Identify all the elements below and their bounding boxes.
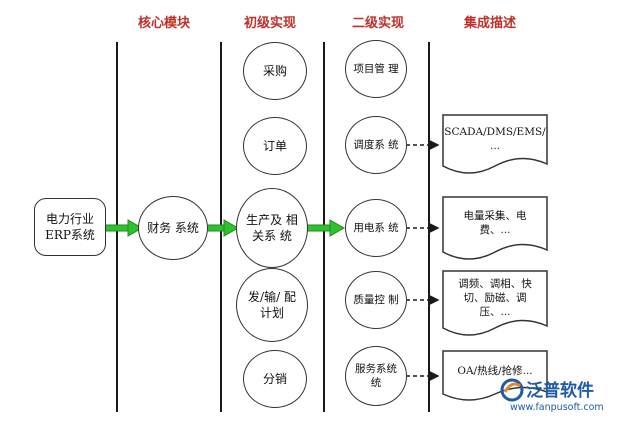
brand-logo-icon [500, 378, 524, 402]
secondary-node-project: 项目管 理 [345, 40, 407, 98]
secondary-node-power-use: 用电系 统 [345, 199, 407, 257]
green-arrow [305, 219, 346, 237]
primary-node-plan: 发/输/ 配计划 [236, 268, 308, 342]
header-core: 核心模块 [138, 16, 191, 31]
primary-node-distribution: 分销 [243, 350, 307, 408]
primary-node-order: 订单 [243, 117, 307, 175]
integration-doc-oa: OA/热线/抢修... [442, 350, 548, 402]
integration-doc-metering: 电量采集、电 费、... [442, 196, 548, 260]
green-arrow [208, 219, 240, 237]
watermark-brand: 泛普软件 [526, 381, 594, 401]
secondary-node-quality: 质量控 制 [345, 271, 407, 329]
header-integration: 集成描述 [464, 16, 517, 31]
finance-system-node: 财务 系统 [138, 196, 208, 260]
integration-text: 电量采集、电 费、... [463, 210, 527, 236]
integration-text: SCADA/DMS/EMS/ ... [444, 126, 546, 152]
primary-node-production: 生产及 相关系 统 [236, 188, 308, 268]
integration-doc-regulation: 调频、调相、快 切、励磁、调 压、... [442, 270, 548, 336]
integration-text: 调频、调相、快 切、励磁、调 压、... [458, 278, 532, 318]
watermark-url: www.fanpusoft.com [510, 402, 604, 413]
secondary-node-dispatch: 调度系 统 [345, 116, 407, 174]
green-arrow [106, 219, 144, 237]
primary-node-procurement: 采购 [243, 42, 307, 100]
erp-system-node: 电力行业 ERP系统 [34, 198, 106, 256]
header-secondary: 二级实现 [352, 16, 405, 31]
integration-text: OA/热线/抢修... [457, 365, 533, 377]
integration-doc-scada: SCADA/DMS/EMS/ ... [442, 114, 548, 174]
secondary-node-service: 服务系统 统 [345, 346, 407, 406]
header-primary: 初级实现 [244, 16, 297, 31]
watermark: 泛普软件 www.fanpusoft.com [500, 376, 624, 420]
